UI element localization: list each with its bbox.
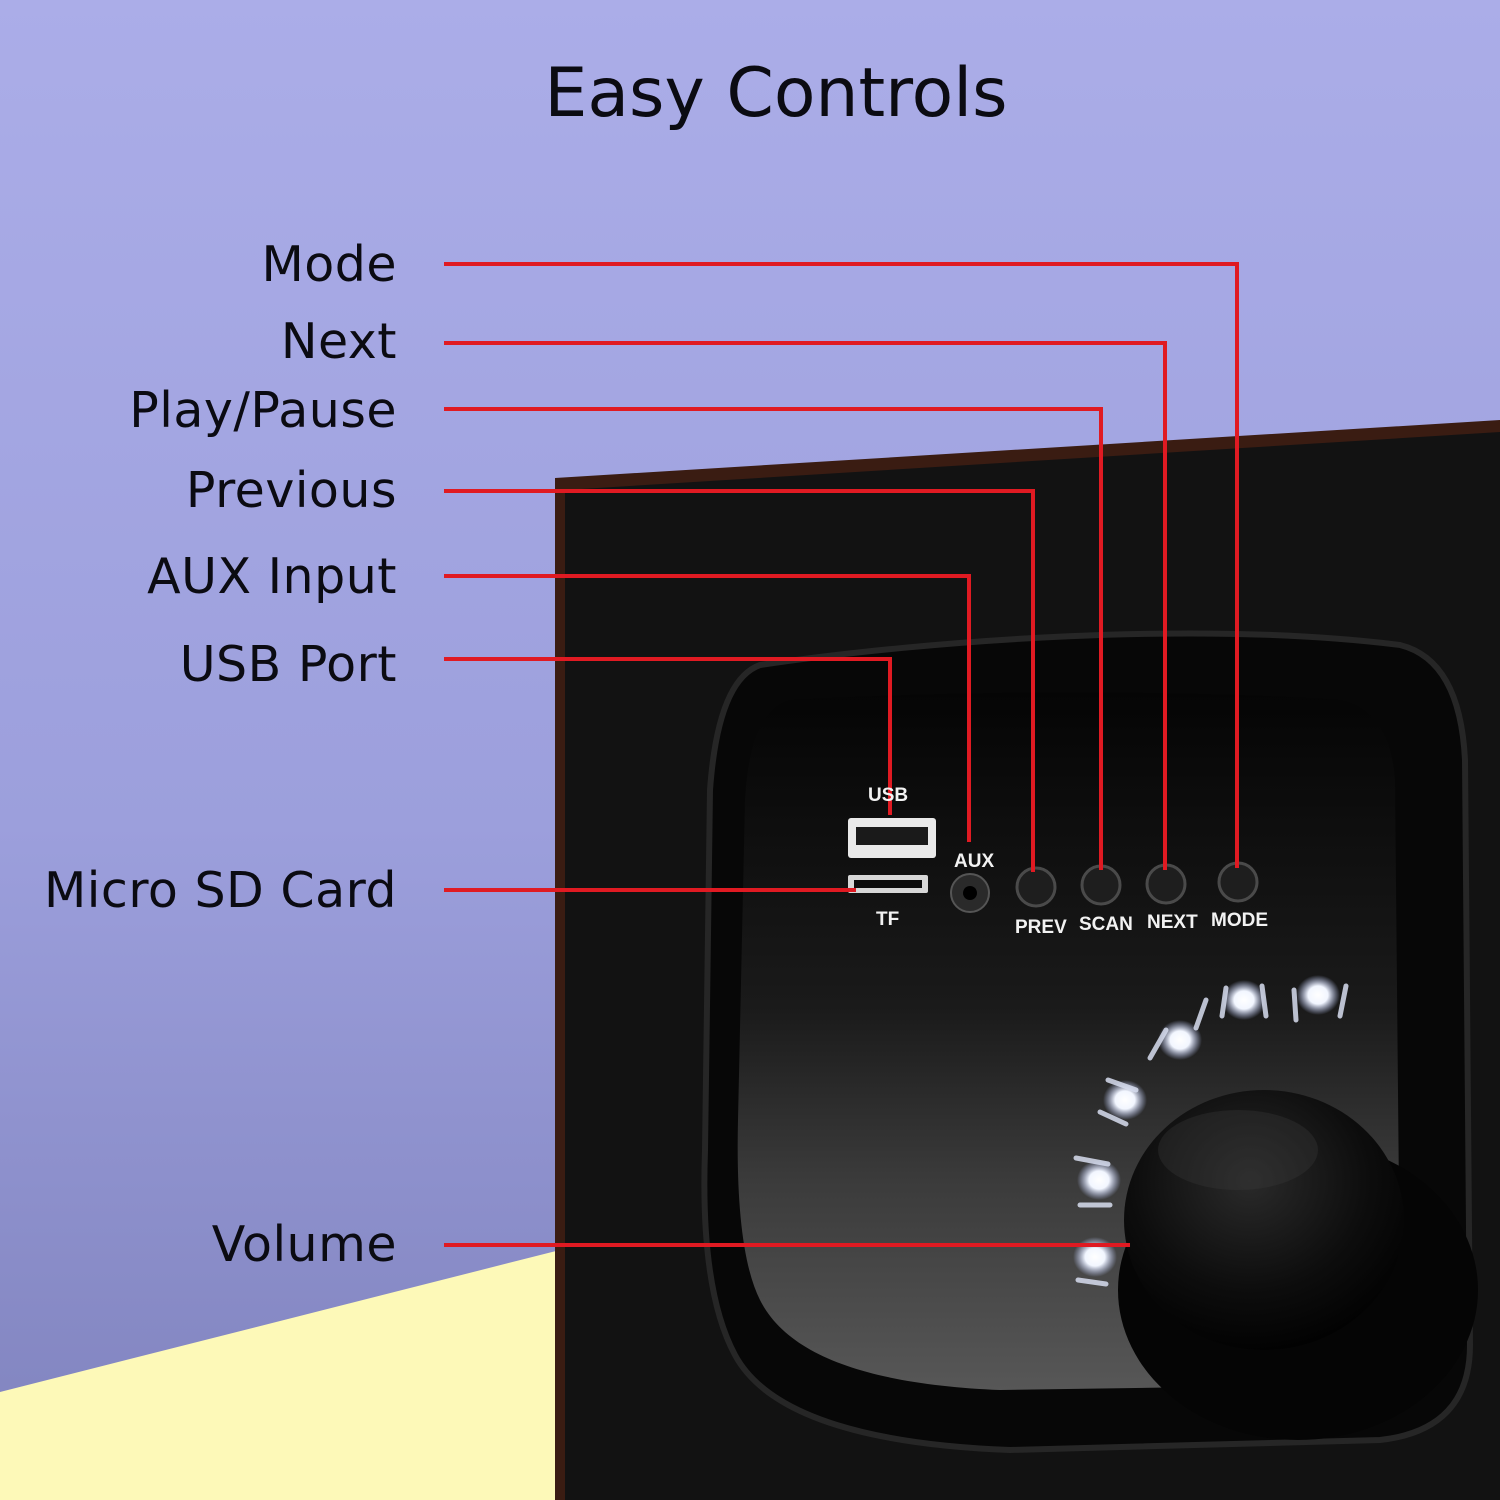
panel-label-mode: MODE: [1211, 910, 1268, 931]
panel-label-prev: PREV: [1015, 917, 1067, 938]
callout-line-aux: [444, 574, 971, 842]
audio-jack-icon: [950, 873, 990, 913]
floor: [0, 1250, 560, 1500]
panel-label-aux: AUX: [954, 851, 995, 872]
callout-lines: [444, 262, 1239, 1247]
panel-label-next: NEXT: [1147, 912, 1198, 933]
sd-slot-icon: [848, 875, 928, 893]
callout-line-usb: [444, 657, 892, 815]
callout-label-previous: Previous: [185, 462, 397, 519]
usb-port-icon: [848, 818, 936, 858]
callout-label-mode: Mode: [261, 236, 397, 293]
round-button-icon: [1015, 861, 1259, 908]
page-title: Easy Controls: [544, 54, 1008, 133]
callout-label-usb-port: USB Port: [179, 636, 397, 693]
callout-label-micro-sd: Micro SD Card: [44, 862, 397, 919]
panel-label-tf: TF: [876, 909, 900, 930]
knob-icon: [1118, 1090, 1478, 1440]
callout-label-next: Next: [280, 313, 397, 370]
speaker: [555, 420, 1500, 1500]
callout-line-mode: [444, 262, 1239, 868]
panel-label-usb: USB: [868, 785, 909, 806]
panel-label-scan: SCAN: [1079, 914, 1133, 935]
callout-line-previous: [444, 489, 1035, 872]
callout-label-volume: Volume: [211, 1216, 397, 1273]
callout-line-next: [444, 341, 1167, 870]
callout-label-aux-input: AUX Input: [147, 548, 397, 605]
callout-line-play-pause: [444, 407, 1103, 870]
led-indicator-icon: [1073, 975, 1349, 1287]
callout-label-play-pause: Play/Pause: [129, 382, 397, 439]
